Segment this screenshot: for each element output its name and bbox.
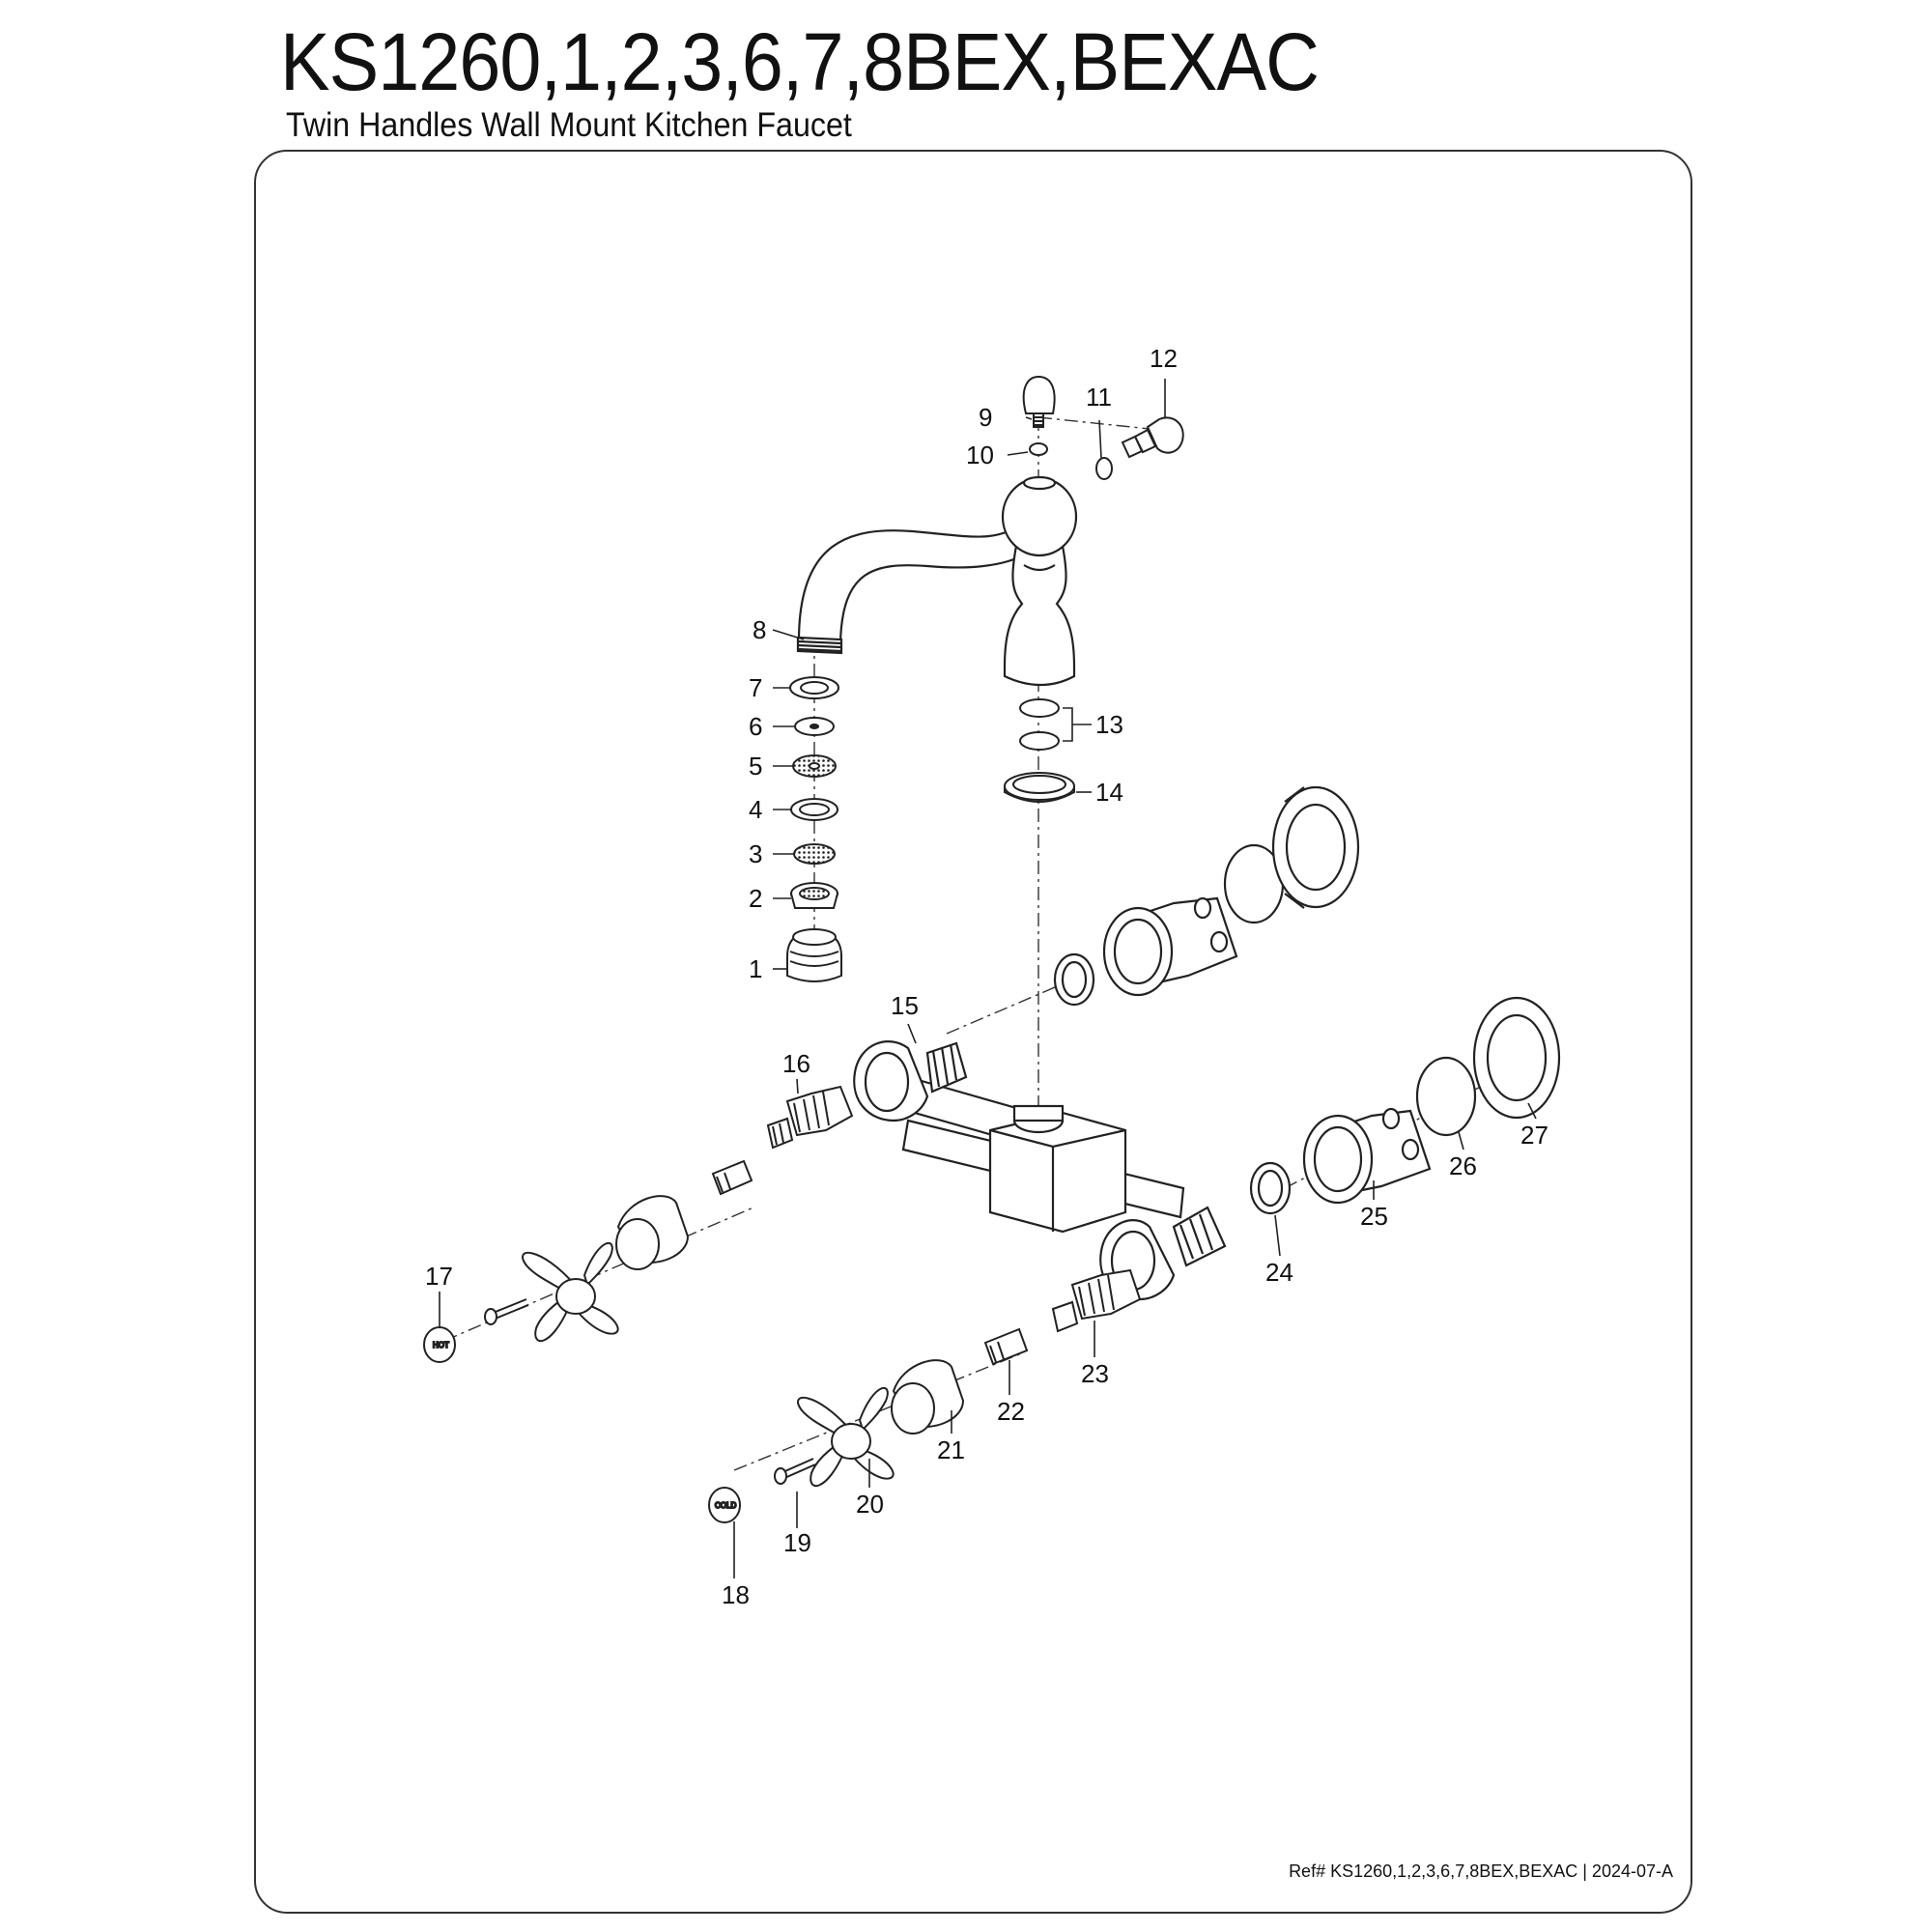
callout-17: 17 — [425, 1262, 453, 1291]
part-14-base-ring — [1004, 772, 1075, 803]
part-23-cartridge — [1051, 1268, 1142, 1333]
top-cap-parts — [1022, 375, 1184, 480]
part-8-spout — [796, 512, 1063, 655]
leader-lines — [439, 379, 1537, 1578]
centerlines — [443, 416, 1547, 1471]
callout-25: 25 — [1360, 1202, 1388, 1231]
callout-14: 14 — [1095, 778, 1123, 807]
callout-8: 8 — [753, 615, 766, 644]
cold-valve-parts: COLD — [708, 1268, 1142, 1523]
callout-15: 15 — [891, 991, 919, 1020]
part-5-screen — [792, 754, 837, 778]
part-25-coupling — [1302, 1107, 1432, 1205]
callout-3: 3 — [749, 839, 762, 868]
part-3-mesh — [793, 843, 836, 865]
part-20-cross-handle-hot — [522, 1241, 619, 1343]
drawing-frame — [254, 150, 1692, 1914]
callout-9: 9 — [979, 403, 992, 432]
part-22-stem-cold — [983, 1327, 1029, 1366]
part-15-wall-body — [853, 1040, 1227, 1301]
callout-1: 1 — [749, 954, 762, 983]
part-20-cross-handle-cold — [797, 1386, 895, 1488]
callout-10: 10 — [966, 440, 994, 469]
callout-23: 23 — [1081, 1359, 1109, 1388]
callout-11: 11 — [1086, 383, 1112, 412]
part-21-bonnet-hot — [615, 1195, 690, 1270]
part-4-ring — [790, 798, 838, 821]
page-title: KS1260,1,2,3,6,7,8BEX,BEXAC — [280, 16, 1320, 107]
part-24-washer — [1249, 1161, 1292, 1215]
part-26-oring — [1415, 1056, 1477, 1137]
aerator-assembly — [786, 676, 842, 982]
callout-13: 13 — [1095, 710, 1123, 739]
callout-18: 18 — [722, 1580, 750, 1609]
part-13-orings — [1019, 698, 1060, 751]
part-27-flange — [1472, 996, 1561, 1120]
spout-base-parts — [1004, 698, 1075, 803]
lower-supply-fittings — [1249, 996, 1561, 1215]
callout-20: 20 — [856, 1490, 884, 1519]
part-11-oring — [1095, 457, 1113, 480]
upper-supply-fittings — [1053, 785, 1360, 1007]
part-16-cartridge — [766, 1085, 854, 1150]
part-6-disc — [794, 717, 835, 736]
part-19-screw-cold — [774, 1458, 816, 1485]
part-18-index-cap-cold: COLD — [708, 1487, 741, 1523]
part-17-index-cap-hot: HOT — [423, 1326, 456, 1363]
callout-2: 2 — [749, 884, 762, 913]
callout-22: 22 — [997, 1397, 1025, 1426]
callout-24: 24 — [1265, 1258, 1293, 1287]
page-subtitle: Twin Handles Wall Mount Kitchen Faucet — [286, 106, 852, 144]
callout-27: 27 — [1520, 1121, 1548, 1150]
part-22-stem-hot — [711, 1159, 753, 1196]
part-7-washer — [789, 676, 839, 699]
callout-5: 5 — [749, 752, 762, 781]
callout-19: 19 — [783, 1528, 811, 1557]
callout-6: 6 — [749, 712, 762, 741]
part-12-knob — [1121, 416, 1184, 459]
part-9-finial — [1022, 375, 1056, 428]
reference-footer: Ref# KS1260,1,2,3,6,7,8BEX,BEXAC | 2024-… — [1289, 1861, 1673, 1881]
callout-4: 4 — [749, 795, 762, 824]
part-2-insert — [790, 882, 838, 909]
part-17-screw-hot — [484, 1298, 529, 1325]
callout-numbers: 1 2 3 4 5 6 7 8 9 10 11 12 13 14 15 16 1… — [425, 344, 1548, 1609]
callout-16: 16 — [782, 1049, 810, 1078]
callout-26: 26 — [1449, 1151, 1477, 1180]
part-21-bonnet-cold — [891, 1359, 965, 1435]
callout-7: 7 — [749, 673, 762, 702]
part-1-aerator-housing — [786, 928, 842, 982]
callout-21: 21 — [937, 1435, 965, 1464]
hot-valve-parts: HOT — [423, 1085, 854, 1363]
callout-12: 12 — [1150, 344, 1178, 373]
hot-cap-label: HOT — [433, 1341, 449, 1350]
spout-body-column — [1001, 475, 1078, 686]
part-10-washer — [1029, 442, 1048, 456]
cold-cap-label: COLD — [715, 1501, 736, 1510]
